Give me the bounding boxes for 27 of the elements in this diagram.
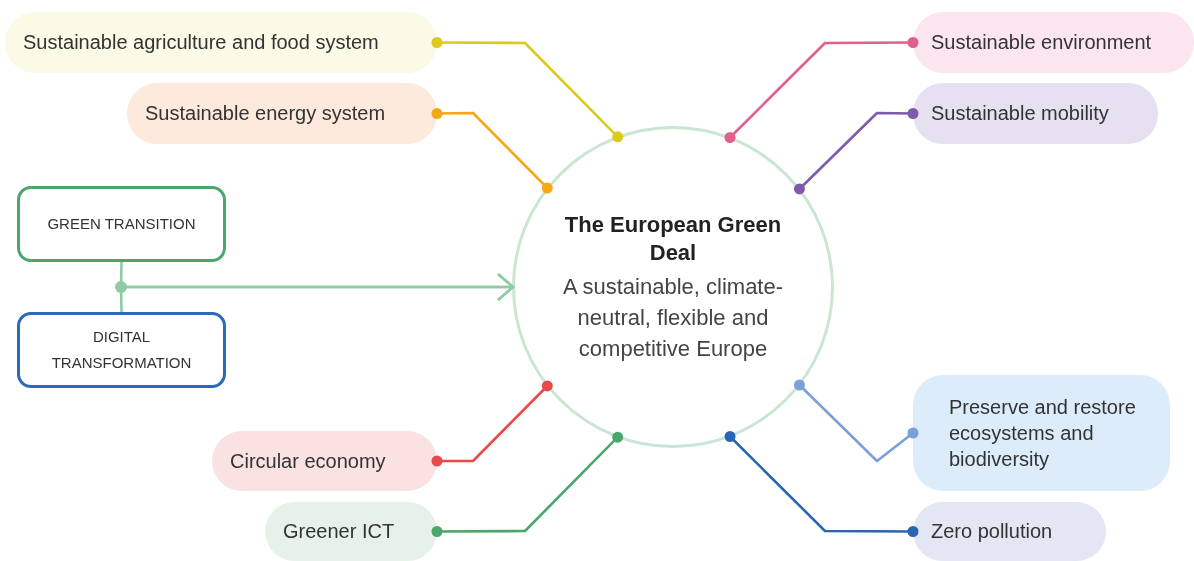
topic-pill <box>913 12 1194 73</box>
topic-label: Sustainable agriculture and food system <box>23 31 379 54</box>
title-text: The European Green Deal <box>563 210 783 267</box>
subtitle-text: A sustainable, climate-neutral, flexible and competitive Europe <box>561 272 785 363</box>
transition-box <box>17 312 226 388</box>
connector-line <box>431 380 553 467</box>
transition-box <box>17 186 226 262</box>
connector-line <box>724 37 919 143</box>
topic-pill <box>913 375 1170 491</box>
topic-label: DIGITAL TRANSFORMATION <box>50 327 193 373</box>
central-circle <box>512 126 834 448</box>
arrow <box>119 272 515 313</box>
connector-line <box>724 431 919 537</box>
topic-label: Circular economy <box>230 449 386 473</box>
topic-label: Zero pollution <box>931 520 1053 543</box>
topic-label: GREEN TRANSITION <box>47 214 196 234</box>
topic-label: Sustainable energy system <box>145 102 386 125</box>
topic-label: Sustainable mobility <box>931 102 1109 125</box>
topic-label: Preserve and restore ecosystems and biodiversity <box>949 395 1137 472</box>
connector-line <box>793 379 919 463</box>
topic-label: Sustainable environment <box>931 31 1152 54</box>
connector-line <box>793 108 919 195</box>
topic-label: Greener ICT <box>283 520 395 543</box>
connector-line <box>431 431 624 537</box>
topic-pill <box>127 83 437 144</box>
connector-line <box>431 37 624 143</box>
connector-line <box>431 108 553 194</box>
